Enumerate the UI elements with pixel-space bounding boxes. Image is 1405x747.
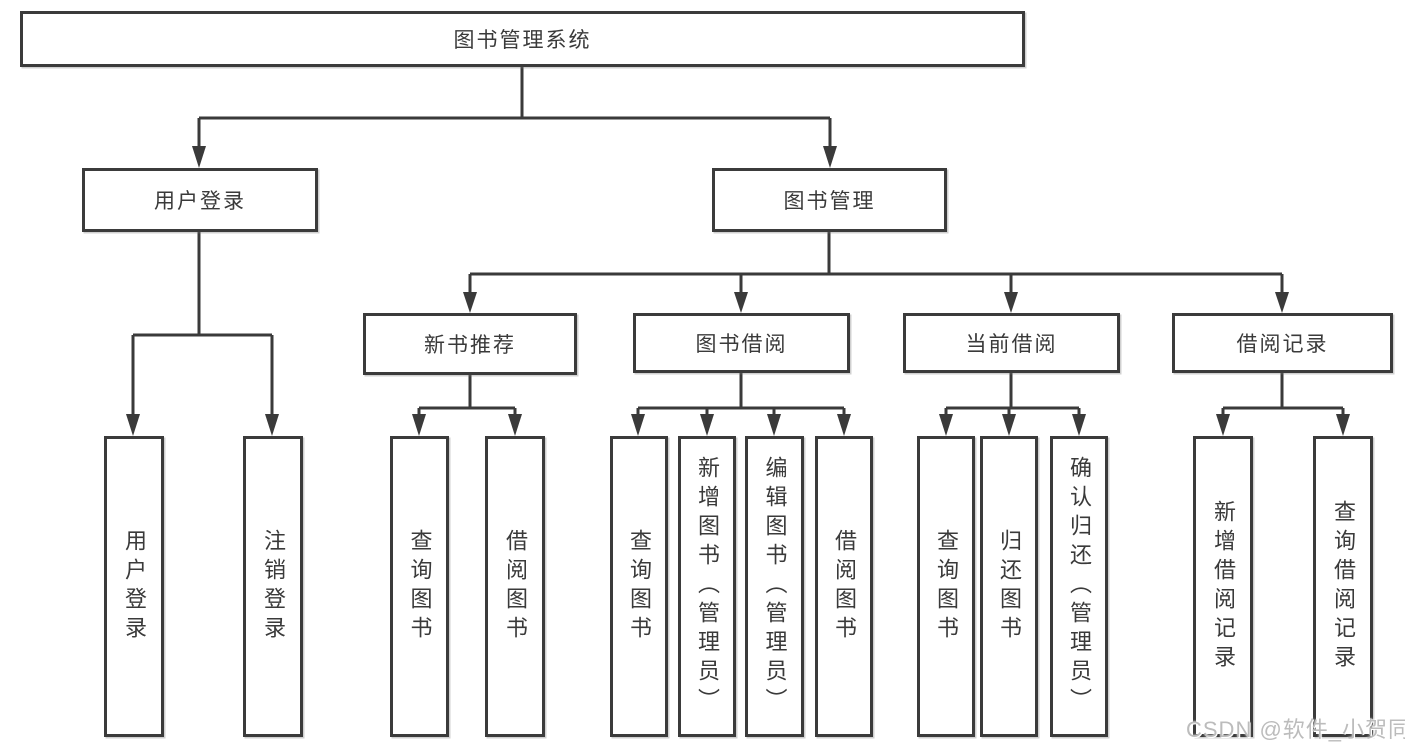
node-root: 图书管理系统 bbox=[20, 11, 1025, 67]
arrowhead-icon bbox=[823, 146, 837, 168]
arrowhead-icon bbox=[767, 414, 781, 436]
leaf-return-books: 归还图书 bbox=[980, 436, 1038, 737]
leaf-query-books-2: 查询图书 bbox=[610, 436, 668, 737]
arrowhead-icon bbox=[837, 414, 851, 436]
leaf-add-borrow-record: 新增借阅记录 bbox=[1193, 436, 1253, 737]
leaf-add-book-admin: 新增图书（管理员） bbox=[678, 436, 736, 737]
arrowhead-icon bbox=[192, 146, 206, 168]
leaf-label: 查询图书 bbox=[934, 528, 959, 645]
leaf-query-books-1: 查询图书 bbox=[390, 436, 449, 737]
node-root-label: 图书管理系统 bbox=[453, 29, 592, 52]
leaf-confirm-return-admin: 确认归还（管理员） bbox=[1050, 436, 1108, 737]
leaf-label: 新增图书（管理员） bbox=[695, 456, 720, 717]
leaf-borrow-books-1: 借阅图书 bbox=[485, 436, 545, 737]
leaf-user-login: 用户登录 bbox=[104, 436, 164, 737]
arrowhead-icon bbox=[1002, 414, 1016, 436]
leaf-label: 借阅图书 bbox=[832, 528, 857, 645]
node-user-login-label: 用户登录 bbox=[154, 190, 246, 213]
arrowhead-icon bbox=[265, 414, 279, 436]
arrowhead-icon bbox=[412, 414, 426, 436]
node-current-borrow: 当前借阅 bbox=[903, 313, 1120, 373]
node-book-borrow: 图书借阅 bbox=[633, 313, 850, 373]
leaf-label: 查询图书 bbox=[627, 528, 652, 645]
arrowhead-icon bbox=[1004, 292, 1018, 313]
leaf-label: 新增借阅记录 bbox=[1211, 499, 1236, 674]
node-borrow-records-label: 借阅记录 bbox=[1236, 333, 1329, 356]
node-current-borrow-label: 当前借阅 bbox=[965, 333, 1058, 356]
node-book-borrow-label: 图书借阅 bbox=[695, 333, 788, 356]
arrowheads bbox=[126, 146, 1350, 436]
leaf-query-books-3: 查询图书 bbox=[917, 436, 975, 737]
arrowhead-icon bbox=[508, 414, 522, 436]
arrowhead-icon bbox=[1275, 292, 1289, 313]
arrowhead-icon bbox=[1216, 414, 1230, 436]
leaf-label: 归还图书 bbox=[997, 528, 1022, 645]
arrowhead-icon bbox=[939, 414, 953, 436]
leaf-edit-book-admin: 编辑图书（管理员） bbox=[745, 436, 804, 737]
node-book-management-label: 图书管理 bbox=[783, 190, 876, 213]
csdn-watermark: CSDN @软件_小贺同学 bbox=[1186, 717, 1405, 742]
leaf-borrow-books-2: 借阅图书 bbox=[815, 436, 873, 737]
leaf-label: 用户登录 bbox=[122, 528, 147, 645]
arrowhead-icon bbox=[1336, 414, 1350, 436]
leaf-query-borrow-record: 查询借阅记录 bbox=[1313, 436, 1373, 737]
arrowhead-icon bbox=[631, 414, 645, 436]
leaf-label: 借阅图书 bbox=[503, 528, 528, 645]
leaf-label: 查询图书 bbox=[407, 528, 433, 645]
leaf-label: 查询借阅记录 bbox=[1331, 499, 1356, 674]
node-user-login: 用户登录 bbox=[82, 168, 318, 232]
arrowhead-icon bbox=[463, 292, 477, 313]
leaf-logout: 注销登录 bbox=[243, 436, 303, 737]
arrowhead-icon bbox=[126, 414, 140, 436]
leaf-label: 编辑图书（管理员） bbox=[762, 456, 788, 717]
node-book-management: 图书管理 bbox=[712, 168, 947, 232]
node-new-book-recommend: 新书推荐 bbox=[363, 313, 577, 375]
leaf-label: 确认归还（管理员） bbox=[1067, 456, 1092, 717]
node-borrow-records: 借阅记录 bbox=[1172, 313, 1393, 373]
node-new-book-recommend-label: 新书推荐 bbox=[424, 334, 516, 357]
arrowhead-icon bbox=[700, 414, 714, 436]
arrowhead-icon bbox=[1072, 414, 1086, 436]
leaf-label: 注销登录 bbox=[261, 528, 286, 645]
arrowhead-icon bbox=[734, 292, 748, 313]
